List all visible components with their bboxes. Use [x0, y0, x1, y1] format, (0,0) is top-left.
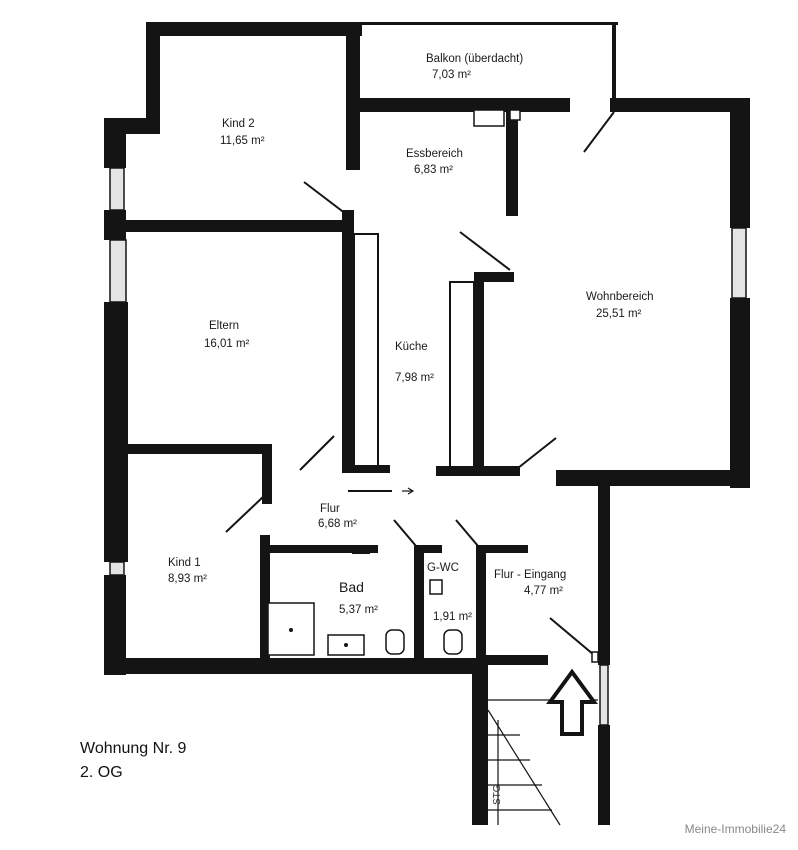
flur-eingang-name: Flur - Eingang	[494, 569, 566, 581]
balkon-area: 7,03 m²	[432, 69, 471, 81]
flur-name: Flur	[320, 503, 340, 515]
flur-eingang-area: 4,77 m²	[524, 585, 563, 597]
wc-basin	[429, 579, 443, 595]
kueche-name: Küche	[395, 341, 428, 353]
eltern-area: 16,01 m²	[204, 338, 250, 350]
stairs-number: 3	[598, 755, 607, 772]
kind2-area: 11,65 m²	[220, 135, 265, 147]
eltern-name: Eltern	[209, 320, 239, 332]
watermark: Meine-Immobilie24	[684, 822, 786, 836]
kueche-area: 7,98 m²	[395, 372, 434, 384]
toilet-bad	[385, 629, 405, 655]
kind1-name: Kind 1	[168, 557, 201, 569]
room-labels: Balkon (überdacht) 7,03 m² Kind 2 11,65 …	[168, 53, 654, 623]
essbereich-name: Essbereich	[406, 148, 463, 160]
staircase: STG	[487, 699, 598, 826]
wohnbereich-name: Wohnbereich	[586, 291, 654, 303]
wohnbereich-area: 25,51 m²	[596, 308, 642, 320]
gwc-name: G-WC	[427, 562, 459, 574]
bad-name: Bad	[339, 579, 364, 595]
kitchen-counters	[353, 233, 475, 471]
kind2-name: Kind 2	[222, 118, 255, 130]
stairs-label: STG	[492, 784, 503, 805]
toilet-wc	[443, 629, 463, 655]
flur-area: 6,68 m²	[318, 518, 357, 530]
bath-fixtures	[267, 549, 463, 656]
entry-arrow	[546, 668, 598, 736]
windows	[109, 167, 747, 726]
gwc-area: 1,91 m²	[433, 611, 472, 623]
balkon-name: Balkon (überdacht)	[426, 53, 523, 65]
apartment-number: Wohnung Nr. 9	[80, 740, 187, 757]
door-swings	[225, 109, 615, 663]
apartment-floor: 2. OG	[80, 764, 123, 781]
hall-direction	[348, 487, 415, 495]
bad-area: 5,37 m²	[339, 604, 378, 616]
essbereich-area: 6,83 m²	[414, 164, 453, 176]
interior-walls	[104, 22, 570, 665]
kind1-area: 8,93 m²	[168, 573, 207, 585]
exterior-walls	[104, 22, 750, 825]
